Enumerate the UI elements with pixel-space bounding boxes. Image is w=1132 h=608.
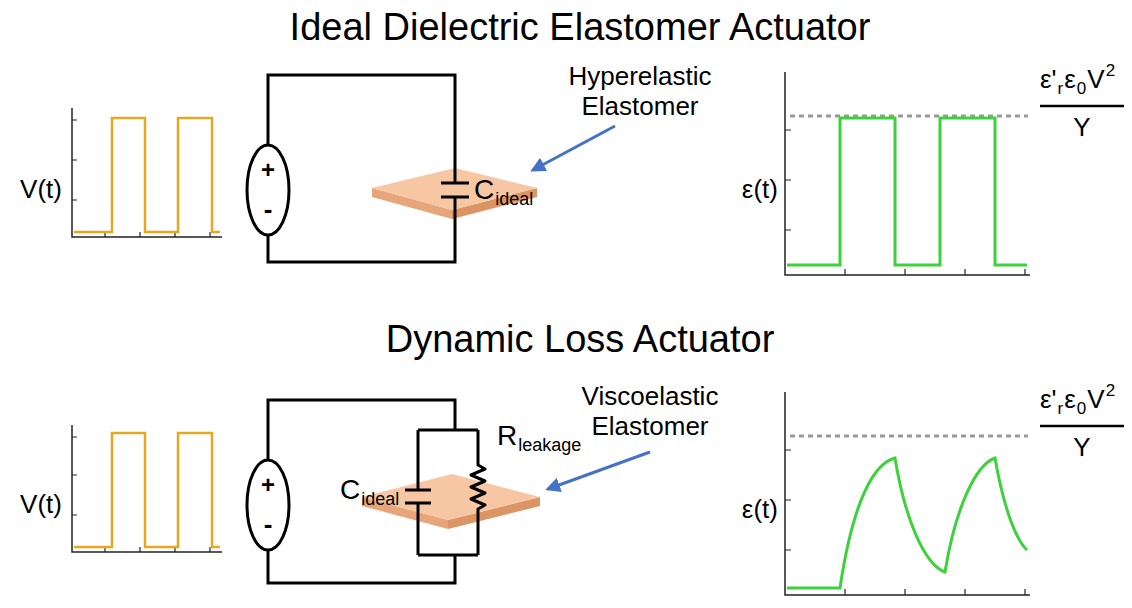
formula-symbol: V — [1087, 65, 1104, 95]
axis-ticks — [72, 120, 210, 237]
formula-symbol: Y — [1073, 113, 1090, 143]
pointer-arrow — [548, 452, 650, 489]
formula-subscript: r — [1058, 399, 1064, 419]
formula-symbol: ε' — [1040, 385, 1057, 415]
formula-symbol: Y — [1073, 433, 1090, 463]
component-label: R — [497, 420, 517, 452]
strain-square-wave — [787, 118, 1027, 265]
panel-title: Ideal Dielectric Elastomer Actuator — [290, 6, 871, 50]
formula-symbol: ε' — [1040, 65, 1057, 95]
pointer-arrow — [533, 126, 615, 170]
resistor-symbol — [471, 430, 485, 555]
plot-axes — [72, 108, 222, 237]
plot-axes — [785, 392, 1030, 595]
voltage-square-wave — [74, 118, 220, 232]
voltage-source — [247, 145, 289, 235]
formula-superscript: 2 — [1106, 61, 1115, 81]
axis-ticks — [785, 450, 1025, 595]
formula-symbol: ε — [1064, 385, 1076, 415]
plot-axes — [72, 425, 222, 552]
formula-superscript: 2 — [1106, 381, 1115, 401]
polarity-sign: + — [261, 156, 275, 184]
axis-ticks — [785, 130, 1025, 275]
formula-symbol: V — [1087, 385, 1104, 415]
component-label: C — [474, 174, 494, 206]
formula-subscript: 0 — [1077, 399, 1086, 419]
circuit-wire — [268, 75, 455, 262]
fraction-bar — [1040, 105, 1124, 108]
polarity-sign: - — [264, 195, 273, 225]
axis-label: ε(t) — [742, 495, 778, 525]
material-label: Hyperelastic Elastomer — [550, 62, 730, 122]
formula-subscript: r — [1058, 79, 1064, 99]
material-label: Viscoelastic Elastomer — [560, 382, 740, 442]
fraction-bar — [1040, 425, 1124, 428]
axis-label: V(t) — [20, 175, 62, 205]
voltage-square-wave — [74, 433, 220, 547]
max-strain-line — [790, 435, 1028, 438]
capacitor-symbol — [441, 183, 469, 197]
axis-label: V(t) — [20, 490, 62, 520]
axis-label: ε(t) — [742, 175, 778, 205]
polarity-sign: - — [264, 510, 273, 540]
elastomer-slab — [362, 474, 540, 520]
voltage-source — [247, 460, 289, 550]
component-subscript: ideal — [361, 489, 399, 510]
circuit-wire — [268, 400, 478, 583]
polarity-sign: + — [261, 471, 275, 499]
panel-title: Dynamic Loss Actuator — [386, 318, 775, 362]
plot-axes — [785, 72, 1030, 275]
formula-symbol: ε — [1064, 65, 1076, 95]
capacitor-symbol — [405, 430, 431, 555]
component-label: C — [340, 474, 360, 506]
formula-subscript: 0 — [1077, 79, 1086, 99]
axis-ticks — [72, 437, 210, 552]
component-subscript: leakage — [518, 435, 581, 456]
strain-response-curve — [787, 458, 1027, 588]
component-subscript: ideal — [495, 189, 533, 210]
